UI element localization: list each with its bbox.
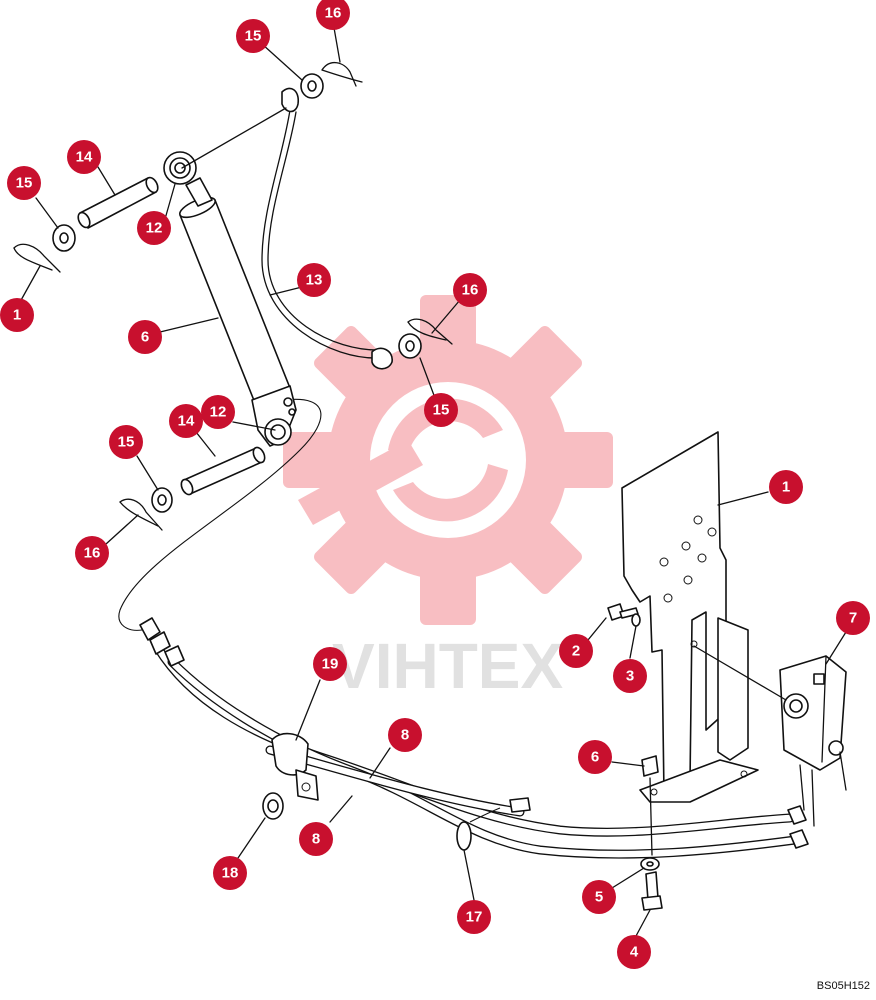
- svg-text:15: 15: [433, 402, 450, 419]
- callout-1-plate: 1: [769, 470, 803, 504]
- pin-upper: [77, 176, 159, 229]
- svg-text:13: 13: [306, 272, 323, 289]
- watermark-logo: VIHTEX: [283, 295, 613, 702]
- svg-text:15: 15: [118, 434, 135, 451]
- svg-text:16: 16: [325, 5, 342, 22]
- svg-text:3: 3: [626, 668, 634, 685]
- callout-14-lower: 14: [169, 404, 203, 438]
- svg-text:7: 7: [849, 610, 857, 627]
- svg-text:1: 1: [782, 479, 790, 496]
- callout-4: 4: [617, 935, 651, 969]
- svg-text:16: 16: [84, 545, 101, 562]
- callout-6-cylinder: 6: [128, 320, 162, 354]
- svg-text:1: 1: [13, 307, 21, 324]
- callout-15-left: 15: [7, 166, 41, 200]
- callout-15-lower: 15: [109, 425, 143, 459]
- svg-text:8: 8: [401, 727, 409, 744]
- callout-5: 5: [582, 880, 616, 914]
- callout-8-lower: 8: [299, 822, 333, 856]
- svg-text:6: 6: [141, 329, 149, 346]
- callout-12-upper: 12: [137, 211, 171, 245]
- svg-text:19: 19: [322, 656, 339, 673]
- clamp-and-ties: [262, 732, 472, 851]
- mounting-plate: [621, 431, 759, 803]
- callout-15-mid: 15: [424, 393, 458, 427]
- callout-2: 2: [559, 634, 593, 668]
- hair-pin-clips: [13, 62, 453, 531]
- callout-6-nut: 6: [578, 740, 612, 774]
- callout-15-top: 15: [236, 19, 270, 53]
- callout-18: 18: [213, 856, 247, 890]
- hydraulic-cylinder: [163, 151, 297, 447]
- callout-12-lower: 12: [201, 395, 235, 429]
- svg-text:18: 18: [222, 865, 239, 882]
- callout-16-mid: 16: [453, 273, 487, 307]
- callout-19: 19: [313, 647, 347, 681]
- callout-16-lower: 16: [75, 536, 109, 570]
- callout-13: 13: [297, 263, 331, 297]
- callout-3: 3: [613, 659, 647, 693]
- svg-text:8: 8: [312, 831, 320, 848]
- callout-8-upper: 8: [388, 718, 422, 752]
- svg-text:17: 17: [466, 909, 483, 926]
- svg-text:12: 12: [210, 404, 227, 421]
- svg-text:2: 2: [572, 643, 580, 660]
- drawing-code: BS05H152: [816, 980, 870, 992]
- leader-lines: [19, 21, 847, 937]
- svg-text:15: 15: [245, 28, 262, 45]
- hardware: [607, 603, 663, 911]
- svg-text:14: 14: [178, 413, 195, 430]
- svg-text:4: 4: [630, 944, 639, 961]
- valve-block: [779, 655, 847, 791]
- watermark-text: VIHTEX: [332, 630, 563, 702]
- svg-text:15: 15: [16, 175, 33, 192]
- washers: [52, 73, 422, 513]
- callout-14-upper: 14: [67, 140, 101, 174]
- callout-7: 7: [836, 601, 870, 635]
- callout-16-top: 16: [316, 0, 350, 30]
- svg-text:6: 6: [591, 749, 599, 766]
- link-rod: [261, 87, 393, 370]
- callout-17: 17: [457, 900, 491, 934]
- svg-text:5: 5: [595, 889, 603, 906]
- svg-text:16: 16: [462, 282, 479, 299]
- callouts: 16 15 14 15 12 1 13 6 16 15 14 12 15 16 …: [0, 0, 870, 969]
- svg-text:12: 12: [146, 220, 163, 237]
- svg-text:14: 14: [76, 149, 93, 166]
- pin-lower: [180, 446, 266, 496]
- callout-1-left: 1: [0, 298, 34, 332]
